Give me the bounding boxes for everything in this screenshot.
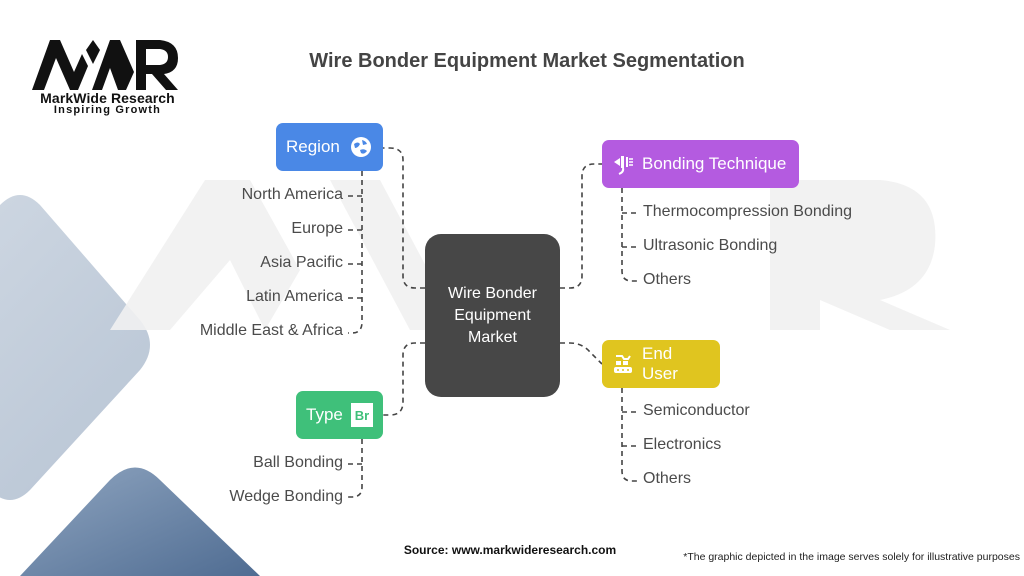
connector-bonding-items	[621, 188, 637, 282]
connector-enduser-items	[621, 388, 637, 482]
decor-diamond-dark	[20, 467, 260, 576]
segment-type: Type Br	[296, 391, 383, 439]
connector-bonding	[560, 163, 602, 289]
center-node: Wire Bonder Equipment Market	[425, 234, 560, 397]
bonding-item: Thermocompression Bonding	[643, 203, 852, 220]
center-node-label: Wire Bonder Equipment Market	[448, 284, 537, 346]
type-item: Ball Bonding	[253, 454, 343, 471]
segment-region-label: Region	[286, 137, 340, 156]
region-item: North America	[241, 186, 343, 203]
end-user-item: Others	[643, 470, 692, 487]
bonding-item: Ultrasonic Bonding	[643, 237, 778, 254]
connectors	[348, 147, 637, 498]
bromine-element-icon: Br	[350, 403, 373, 427]
region-item: Middle East & Africa	[199, 322, 343, 339]
logo-company-name: MarkWide Research	[40, 90, 175, 106]
connector-type	[383, 342, 425, 416]
end-user-item: Semiconductor	[643, 402, 750, 419]
segment-end-user: End User	[602, 340, 720, 388]
segment-bonding-technique-label: Bonding Technique	[642, 154, 787, 173]
globe-icon	[350, 136, 372, 158]
page-title: Wire Bonder Equipment Market Segmentatio…	[309, 50, 745, 72]
region-item: Europe	[291, 220, 343, 237]
plug-icon	[612, 153, 634, 175]
disclaimer-text: *The graphic depicted in the image serve…	[683, 551, 1020, 563]
connector-type-items	[348, 439, 363, 498]
segment-type-label: Type	[306, 405, 343, 424]
end-user-item: Electronics	[643, 436, 722, 453]
logo-tagline: Inspiring Growth	[53, 104, 162, 116]
logo-mark-icon	[32, 40, 178, 90]
conveyor-robot-icon	[612, 353, 634, 375]
source-link[interactable]: Source: www.markwideresearch.com	[403, 543, 617, 557]
type-item: Wedge Bonding	[229, 488, 343, 505]
decor-diamond-light	[0, 195, 150, 500]
region-item: Asia Pacific	[260, 254, 343, 271]
segment-bonding-technique: Bonding Technique	[602, 140, 799, 188]
region-item: Latin America	[246, 288, 343, 305]
segment-region: Region	[276, 123, 383, 171]
connector-enduser	[560, 342, 603, 365]
segment-end-user-label: End User	[642, 344, 678, 383]
bonding-item: Others	[643, 271, 692, 288]
